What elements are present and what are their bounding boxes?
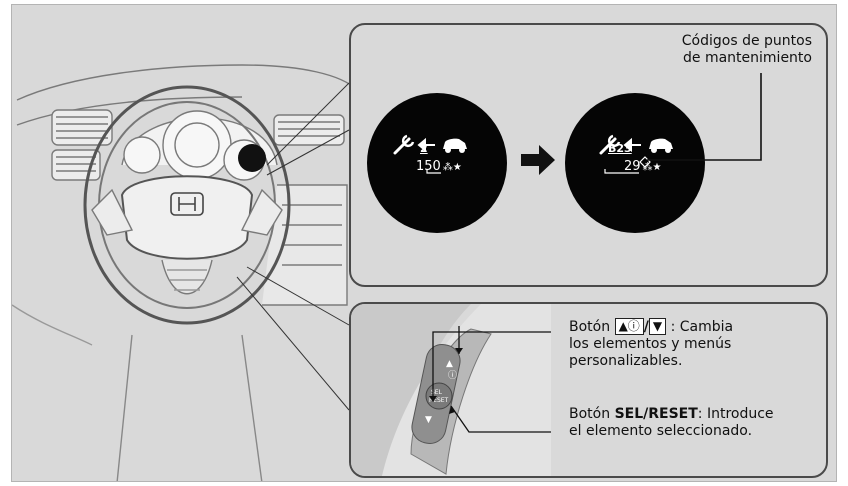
- maintenance-code-before: 2: [420, 142, 428, 155]
- wrench-icon: [599, 134, 621, 155]
- car-icon: [649, 138, 673, 153]
- reset-knob-label: RESET: [429, 397, 449, 404]
- dashboard-illustration: [12, 64, 358, 481]
- display-after: B23 29⁂★: [565, 93, 705, 233]
- car-icon: [443, 138, 467, 153]
- distance-unit-icon: ⁂★: [442, 162, 462, 173]
- buttons-callout: ▲ ⓘ ▼ SEL RESET Botón ▲ⓘ/▼ : Cambia los …: [349, 302, 828, 478]
- distance-before: 150⁂★: [416, 159, 462, 174]
- maintenance-code-leader: [647, 73, 762, 161]
- sel-knob-label: SEL: [431, 389, 443, 396]
- maintenance-codes-label: Códigos de puntos de mantenimiento: [681, 33, 812, 66]
- arrow-button-description: Botón ▲ⓘ/▼ : Cambia los elementos y menú…: [569, 318, 734, 369]
- wrench-icon: [393, 134, 415, 155]
- manual-figure: Códigos de puntos de mantenimiento: [11, 4, 837, 482]
- sel-reset-description: Botón SEL/RESET: Introduce el elemento s…: [569, 406, 774, 439]
- steering-buttons-illustration: ▲ ⓘ ▼ SEL RESET: [351, 304, 551, 476]
- svg-text:▼: ▼: [425, 415, 432, 425]
- display-callout: Códigos de puntos de mantenimiento: [349, 23, 828, 287]
- sel-reset-name: SEL/RESET: [614, 406, 698, 422]
- maintenance-code-after: B23: [608, 142, 632, 155]
- distance-after: 29⁂★: [624, 159, 662, 174]
- arrow-left-icon: [623, 137, 641, 153]
- distance-unit-icon: ⁂★: [642, 162, 662, 173]
- display-before: 2 150⁂★: [367, 93, 507, 233]
- display-location-marker: [238, 144, 266, 172]
- up-info-key: ▲ⓘ: [614, 318, 644, 335]
- arrow-left-icon: [417, 137, 435, 153]
- right-arrow-icon: [521, 145, 555, 175]
- svg-text:▲: ▲: [446, 359, 453, 369]
- down-key: ▼: [648, 318, 667, 335]
- svg-text:ⓘ: ⓘ: [448, 370, 457, 381]
